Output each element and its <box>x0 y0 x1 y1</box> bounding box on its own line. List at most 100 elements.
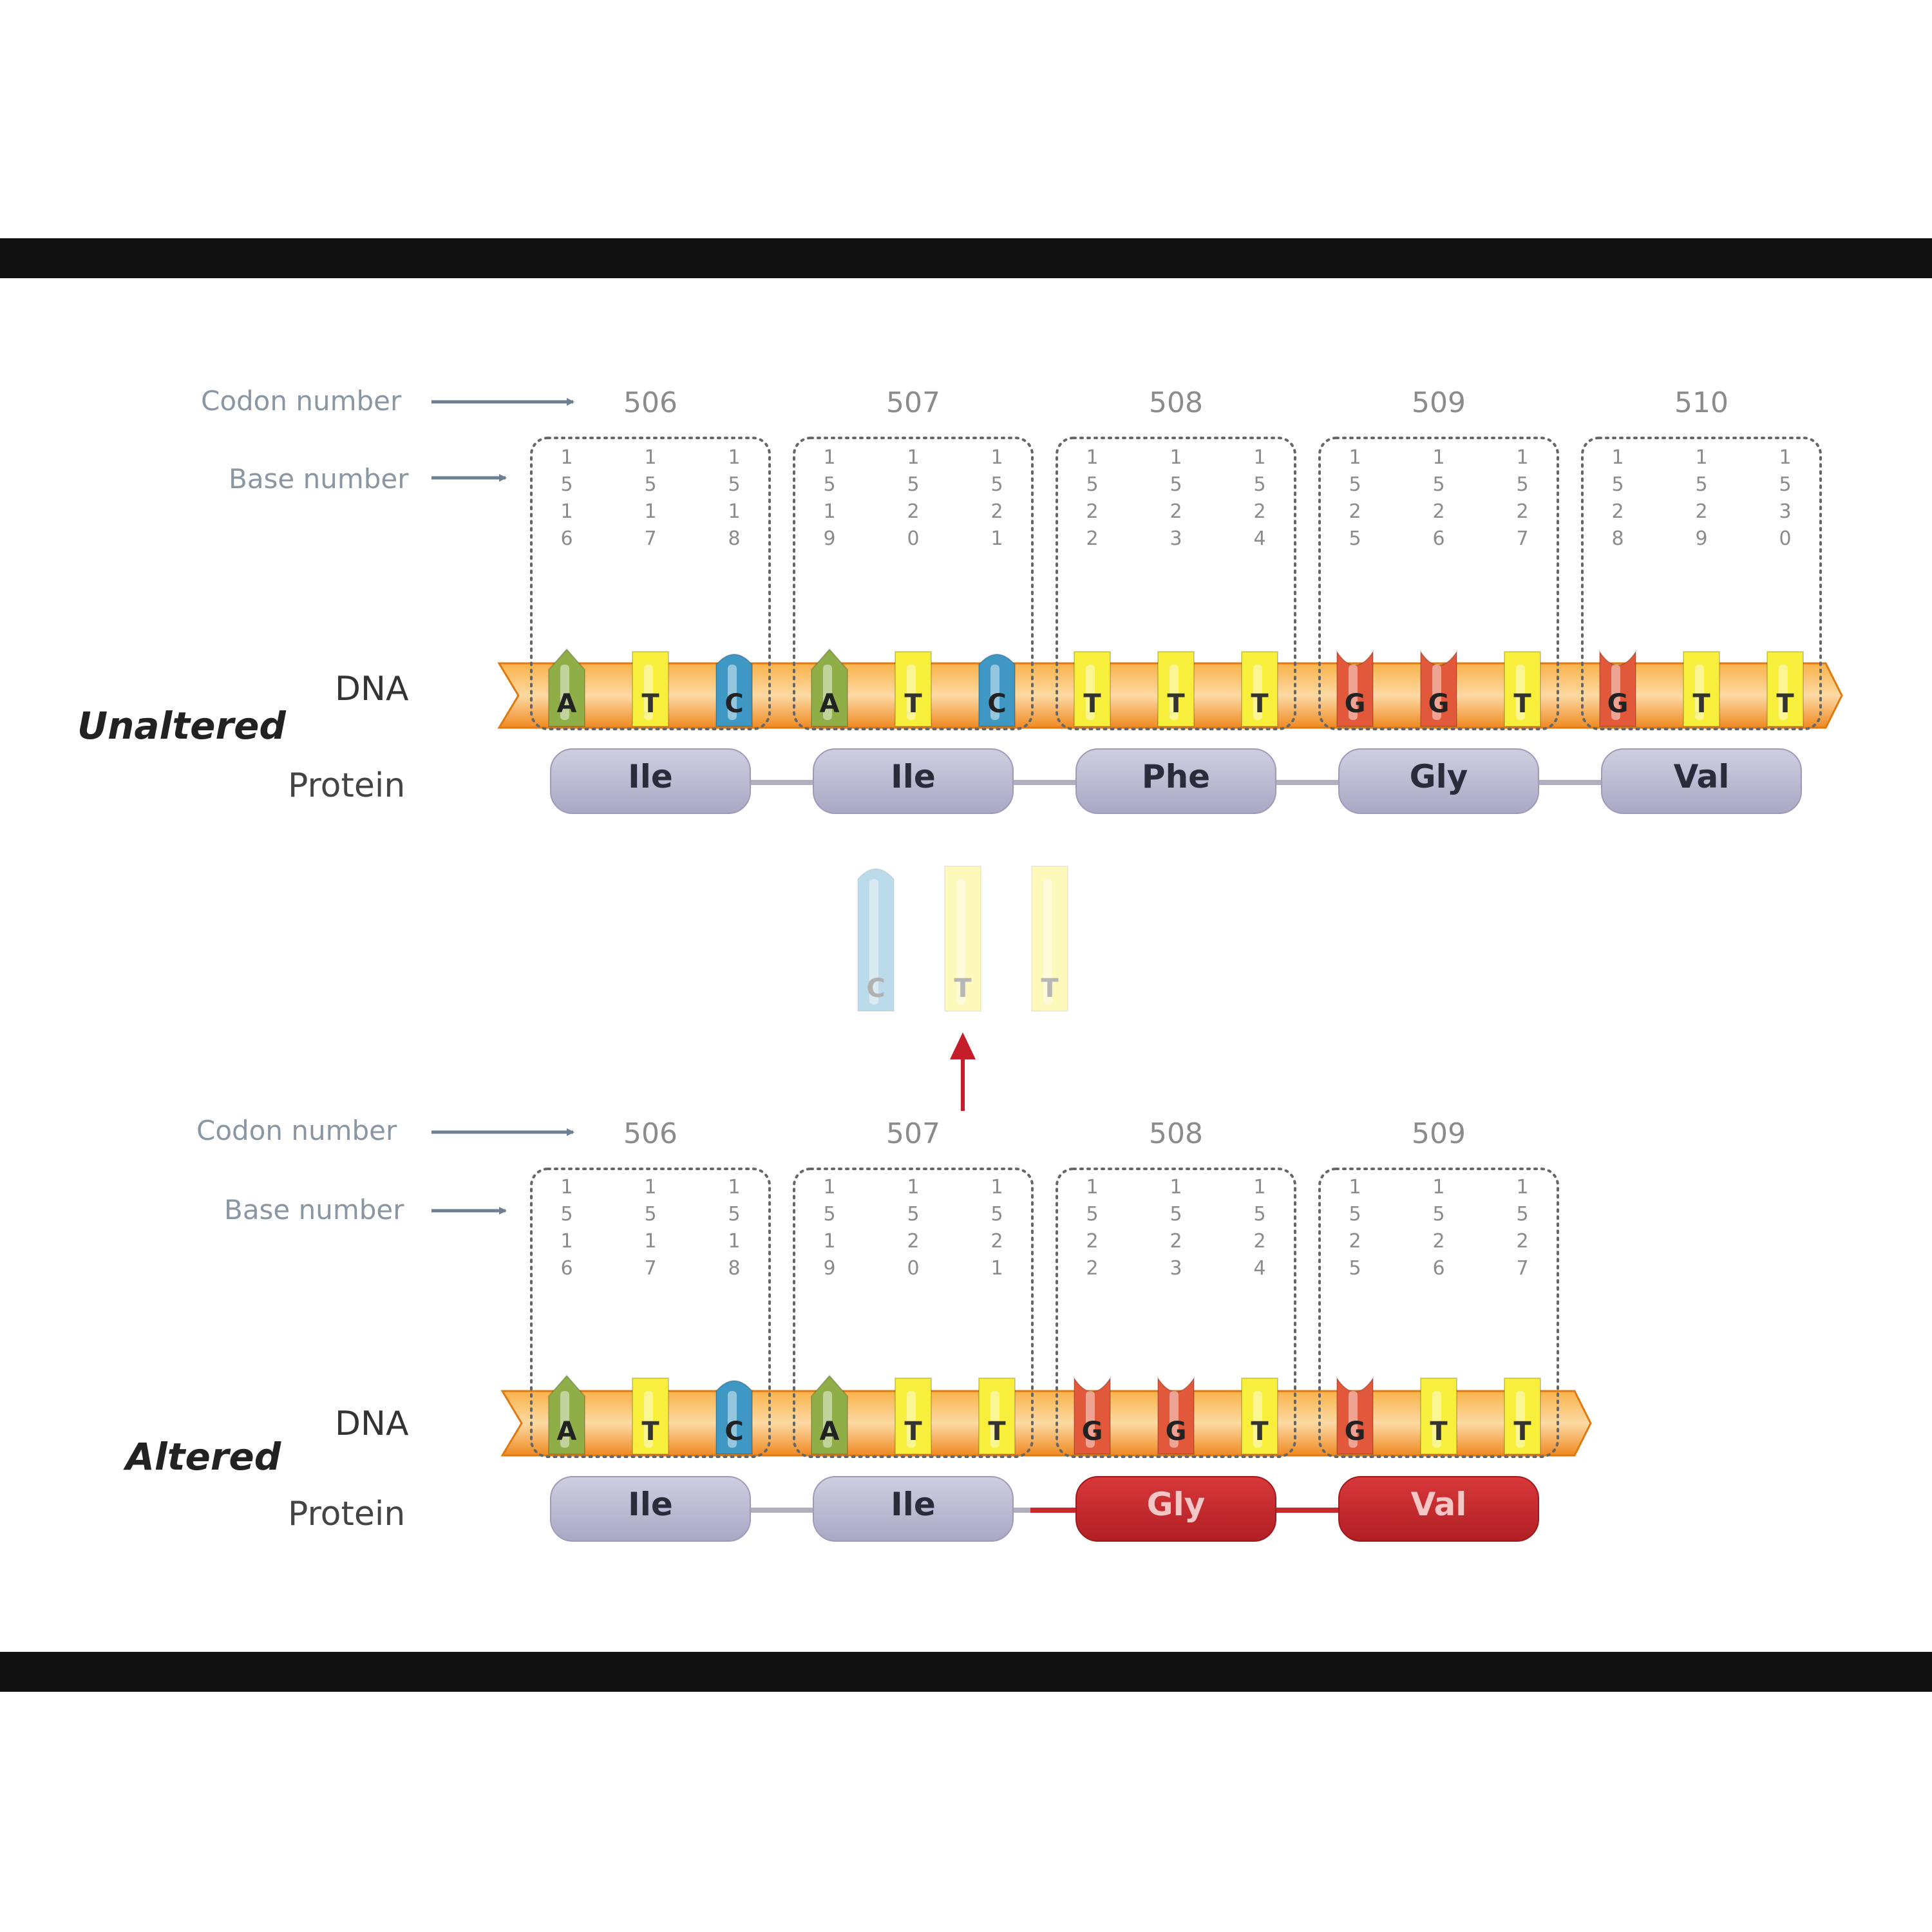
amino-acid-label: Ile <box>891 1486 936 1523</box>
amino-acid-label: Val <box>1674 758 1730 795</box>
codon-number: 507 <box>886 1117 940 1150</box>
base-number-label: Base number <box>224 1194 404 1226</box>
base-g: G <box>1336 649 1374 727</box>
codon-box <box>793 1168 1034 1458</box>
base-t: T <box>895 651 932 727</box>
base-t: T <box>1683 651 1720 727</box>
base-letter: G <box>1345 1417 1366 1446</box>
base-letter: T <box>641 1417 659 1446</box>
amino-acid-ile: Ile <box>813 1476 1014 1542</box>
base-t: T <box>1504 1378 1541 1455</box>
base-g: G <box>1157 1376 1195 1455</box>
protein-label: Protein <box>288 766 405 805</box>
base-letter: C <box>866 974 885 1003</box>
base-c: C <box>978 654 1016 727</box>
base-t: T <box>1157 651 1195 727</box>
codon-box <box>1318 1168 1559 1458</box>
base-t: T <box>632 1378 669 1455</box>
amino-acid-ile: Ile <box>550 748 751 814</box>
top-black-band <box>0 238 1932 278</box>
panel-title: Unaltered <box>77 704 286 748</box>
base-letter: C <box>987 689 1006 719</box>
amino-acid-label: Ile <box>628 1486 673 1523</box>
amino-acid-label: Ile <box>891 758 936 795</box>
base-a: A <box>548 1374 585 1455</box>
codon-number: 507 <box>886 386 940 419</box>
amino-acid-gly: Gly <box>1338 748 1539 814</box>
base-t: T <box>978 1378 1016 1455</box>
panel-unaltered: Unaltered DNA Protein Codon number Base … <box>77 385 1843 814</box>
amino-acid-val: Val <box>1601 748 1802 814</box>
codon-number-label: Codon number <box>201 385 402 417</box>
base-a: A <box>811 648 848 727</box>
base-t: T <box>1766 651 1804 727</box>
codon-box <box>1056 1168 1296 1458</box>
base-t: T <box>1074 651 1111 727</box>
codon-number: 509 <box>1412 1117 1466 1150</box>
codon-number: 509 <box>1412 386 1466 419</box>
base-letter: G <box>1428 689 1450 719</box>
amino-acid-label: Val <box>1411 1486 1467 1523</box>
dna-label: DNA <box>335 1405 409 1443</box>
base-letter: G <box>1082 1417 1103 1446</box>
dna-label: DNA <box>335 670 409 708</box>
codon-number: 506 <box>623 1117 677 1150</box>
base-letter: T <box>1251 1417 1269 1446</box>
base-a: A <box>811 1374 848 1455</box>
codon-box <box>793 437 1034 730</box>
amino-acid-val: Val <box>1338 1476 1539 1542</box>
codon-number: 508 <box>1149 1117 1203 1150</box>
base-letter: T <box>641 689 659 719</box>
base-letter: T <box>954 974 972 1003</box>
amino-acid-label: Gly <box>1410 758 1468 795</box>
base-letter: T <box>1513 1417 1531 1446</box>
base-t: T <box>1420 1378 1457 1455</box>
base-letter: T <box>1776 689 1794 719</box>
base-letter: G <box>1345 689 1366 719</box>
base-letter: T <box>904 1417 922 1446</box>
deletion-arrow-head <box>950 1032 976 1059</box>
amino-acid-label: Phe <box>1142 758 1210 795</box>
base-number-label: Base number <box>229 463 409 495</box>
codon-number: 506 <box>623 386 677 419</box>
codon-box <box>530 1168 771 1458</box>
base-t: T <box>1241 651 1278 727</box>
base-letter: T <box>988 1417 1006 1446</box>
base-t-deleted: T <box>944 866 981 1012</box>
base-c: C <box>715 1380 753 1455</box>
base-letter: T <box>1513 689 1531 719</box>
codon-number: 510 <box>1674 386 1728 419</box>
base-a: A <box>548 648 585 727</box>
base-t: T <box>1241 1378 1278 1455</box>
base-letter: T <box>1083 689 1101 719</box>
base-c: C <box>715 654 753 727</box>
base-letter: A <box>557 689 577 719</box>
codon-number-label: Codon number <box>196 1115 397 1146</box>
base-t-deleted: T <box>1031 866 1068 1012</box>
amino-acid-gly: Gly <box>1075 1476 1276 1542</box>
